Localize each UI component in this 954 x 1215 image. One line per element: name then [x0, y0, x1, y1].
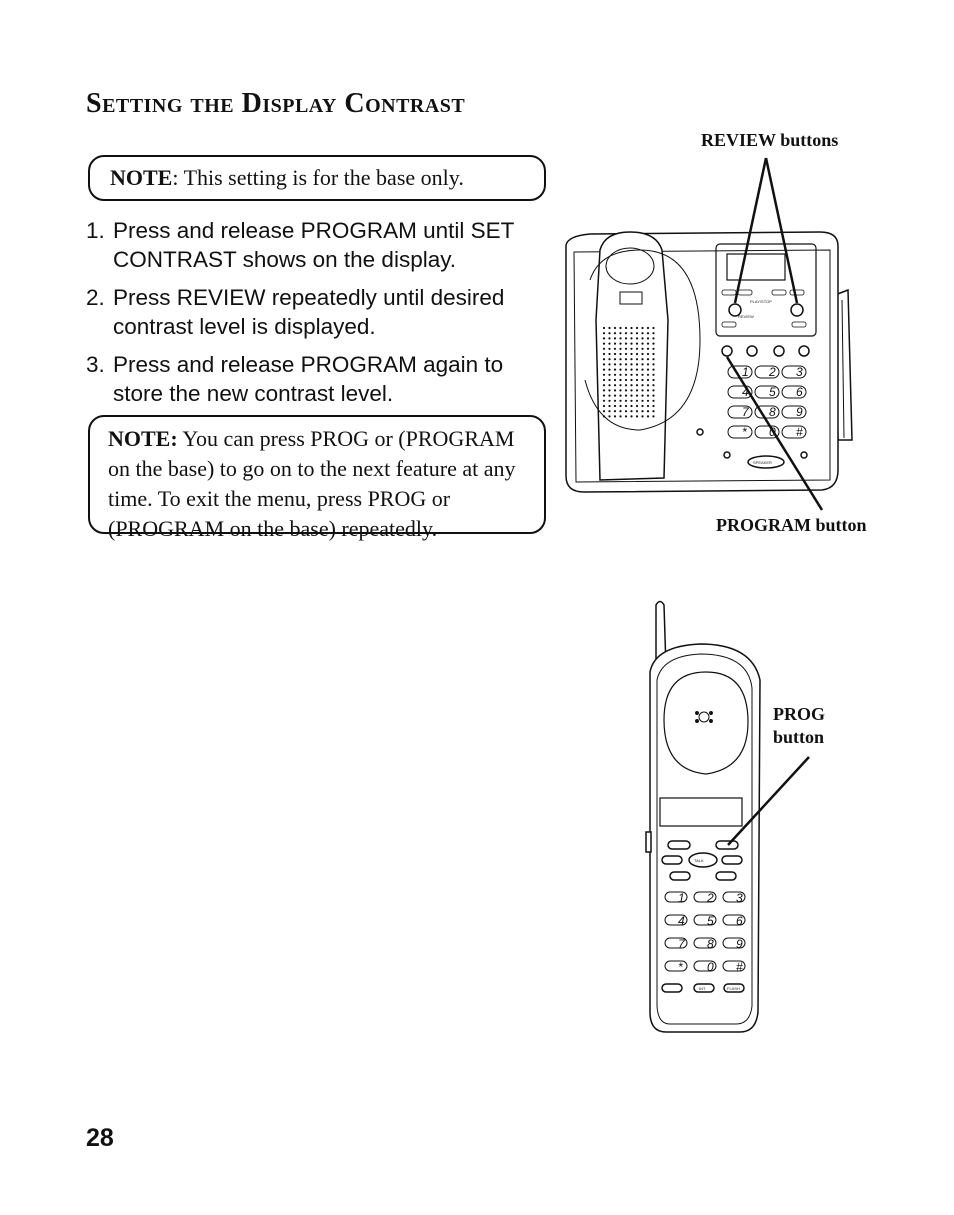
handset-key-label: 8	[707, 937, 714, 951]
review-label: REVIEW	[738, 314, 754, 319]
callout-lines-base	[725, 157, 824, 511]
callout-program-button: PROGRAM button	[716, 515, 867, 535]
base-keypad-key[interactable]	[781, 365, 807, 379]
handset-keypad-key[interactable]	[693, 914, 717, 926]
review-right-button[interactable]	[790, 303, 804, 317]
section-title: Setting the Display Contrast	[86, 88, 466, 119]
step-text: Press and release PROGRAM until SET CONT…	[113, 218, 514, 272]
speaker-grille	[602, 326, 655, 418]
step-number: 2.	[86, 285, 105, 310]
handset-key-label: 4	[678, 914, 685, 928]
step-number: 1.	[86, 218, 105, 243]
handset-keypad-key[interactable]	[664, 937, 688, 949]
handset-key-label: 1	[678, 891, 685, 905]
base-key-label: 6	[796, 385, 803, 399]
speaker-label: SPEAKER	[753, 460, 772, 465]
base-key-label: *	[742, 425, 747, 439]
handset-key-label: 3	[736, 891, 743, 905]
handset-key-label: 7	[678, 937, 686, 951]
base-key-label: 2	[768, 365, 776, 379]
speaker-button[interactable]	[747, 455, 785, 469]
prog-button[interactable]	[715, 840, 739, 850]
talk-label: TALK	[694, 858, 704, 863]
base-key-label: 3	[796, 365, 803, 379]
note-label: NOTE	[110, 165, 173, 190]
handset-key-label: 2	[706, 891, 714, 905]
play-stop-label: PLAY/STOP	[750, 299, 772, 304]
base-keypad-key[interactable]	[727, 425, 753, 439]
handset-keypad-key[interactable]	[693, 937, 717, 949]
step-item: 1. Press and release PROGRAM until SET CO…	[86, 216, 536, 274]
steps-list: 1. Press and release PROGRAM until SET CO…	[86, 216, 536, 417]
base-keypad-key[interactable]	[754, 365, 780, 379]
base-key-label: 5	[769, 385, 776, 399]
callout-prog-line2: button	[773, 727, 825, 747]
handset-keypad-key[interactable]	[664, 960, 688, 972]
talk-button[interactable]	[688, 852, 718, 868]
callout-prog-button: PROG button	[773, 703, 825, 749]
base-keypad-key[interactable]	[781, 425, 807, 439]
base-key-label: 8	[769, 405, 776, 419]
handset-keypad-key[interactable]	[722, 960, 746, 972]
step-text: Press REVIEW repeatedly until desired co…	[113, 285, 505, 339]
base-key-label: #	[796, 425, 803, 439]
program-button[interactable]	[721, 345, 733, 357]
handset-key-label: 6	[736, 914, 743, 928]
step-item: 2. Press REVIEW repeatedly until desired …	[86, 283, 536, 341]
handset-key-label: #	[736, 960, 743, 974]
handset-keypad-key[interactable]	[664, 914, 688, 926]
note-label: NOTE:	[108, 426, 178, 451]
base-key-label: 7	[742, 405, 750, 419]
handset-keypad-key[interactable]	[693, 891, 717, 903]
flash-label: FLASH	[727, 986, 740, 991]
handset-illustration: TALK 1 2 3 4 5 6 7 8 9 * 0 # INT FLASH	[645, 600, 761, 1033]
step-text: Press and release PROGRAM again to store…	[113, 352, 504, 406]
page-number: 28	[86, 1124, 114, 1152]
base-key-label: 4	[742, 385, 749, 399]
handset-keypad-key[interactable]	[722, 914, 746, 926]
handset-key-label: *	[678, 960, 683, 974]
handset-keypad-key[interactable]	[664, 891, 688, 903]
step-item: 3. Press and release PROGRAM again to sto…	[86, 350, 536, 408]
callout-review-buttons: REVIEW buttons	[701, 130, 839, 150]
base-keypad-key[interactable]	[781, 405, 807, 419]
review-left-button[interactable]	[728, 303, 742, 317]
note-text: : This setting is for the base only.	[172, 165, 464, 190]
handset-key-label: 9	[736, 937, 743, 951]
int-label: INT	[699, 986, 706, 991]
handset-key-label: 0	[707, 960, 714, 974]
note-exit-menu: NOTE: You can press PROG or (PROGRAM on …	[88, 415, 546, 541]
note-text: You can press PROG or (PROGRAM on the ba…	[108, 426, 516, 541]
base-keypad-key[interactable]	[754, 385, 780, 399]
step-number: 3.	[86, 352, 105, 377]
callout-prog-line1: PROG	[773, 704, 825, 724]
callout-line-handset	[727, 756, 810, 846]
base-key-label: 9	[796, 405, 803, 419]
handset-keypad-key[interactable]	[693, 960, 717, 972]
handset-keypad-key[interactable]	[722, 891, 746, 903]
base-keypad-key[interactable]	[781, 385, 807, 399]
handset-key-label: 5	[707, 914, 714, 928]
note-base-only: NOTE: This setting is for the base only.	[88, 155, 546, 201]
base-keypad-key[interactable]	[727, 405, 753, 419]
handset-keypad-key[interactable]	[722, 937, 746, 949]
base-keypad-key[interactable]	[754, 405, 780, 419]
base-key-label: 1	[742, 365, 749, 379]
